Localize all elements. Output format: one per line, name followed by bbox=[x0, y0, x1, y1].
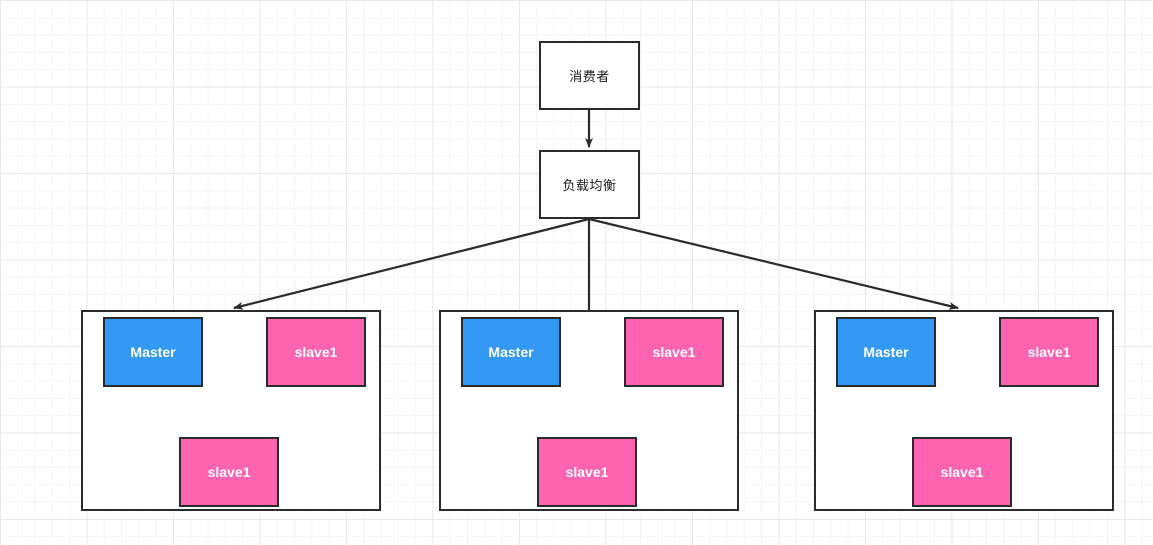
cluster-right-slave-bottom[interactable]: slave1 bbox=[912, 437, 1012, 507]
cluster-left-master-label: Master bbox=[130, 344, 176, 360]
cluster-middle[interactable]: Master slave1 slave1 bbox=[439, 310, 739, 511]
cluster-right-master-label: Master bbox=[863, 344, 909, 360]
cluster-middle-slave-top-label: slave1 bbox=[652, 344, 696, 360]
cluster-right-slave-top[interactable]: slave1 bbox=[999, 317, 1099, 387]
cluster-left-slave-bottom[interactable]: slave1 bbox=[179, 437, 279, 507]
node-load-balancer-label: 负载均衡 bbox=[562, 178, 617, 193]
cluster-middle-master[interactable]: Master bbox=[461, 317, 561, 387]
cluster-right-slave-bottom-label: slave1 bbox=[940, 464, 984, 480]
cluster-middle-master-label: Master bbox=[488, 344, 534, 360]
cluster-left-slave-top[interactable]: slave1 bbox=[266, 317, 366, 387]
cluster-middle-slave-bottom-label: slave1 bbox=[565, 464, 609, 480]
cluster-middle-slave-top[interactable]: slave1 bbox=[624, 317, 724, 387]
cluster-right[interactable]: Master slave1 slave1 bbox=[814, 310, 1114, 511]
cluster-right-slave-top-label: slave1 bbox=[1027, 344, 1071, 360]
cluster-left-slave-top-label: slave1 bbox=[294, 344, 338, 360]
cluster-left-slave-bottom-label: slave1 bbox=[207, 464, 251, 480]
cluster-left[interactable]: Master slave1 slave1 bbox=[81, 310, 381, 511]
cluster-middle-slave-bottom[interactable]: slave1 bbox=[537, 437, 637, 507]
node-consumer-label: 消费者 bbox=[569, 69, 610, 84]
cluster-right-master[interactable]: Master bbox=[836, 317, 936, 387]
lb-to-cluster-right bbox=[588, 217, 959, 310]
node-load-balancer[interactable]: 负载均衡 bbox=[539, 150, 640, 219]
node-consumer[interactable]: 消费者 bbox=[539, 41, 640, 110]
lb-to-cluster-left bbox=[233, 217, 590, 310]
cluster-left-master[interactable]: Master bbox=[103, 317, 203, 387]
